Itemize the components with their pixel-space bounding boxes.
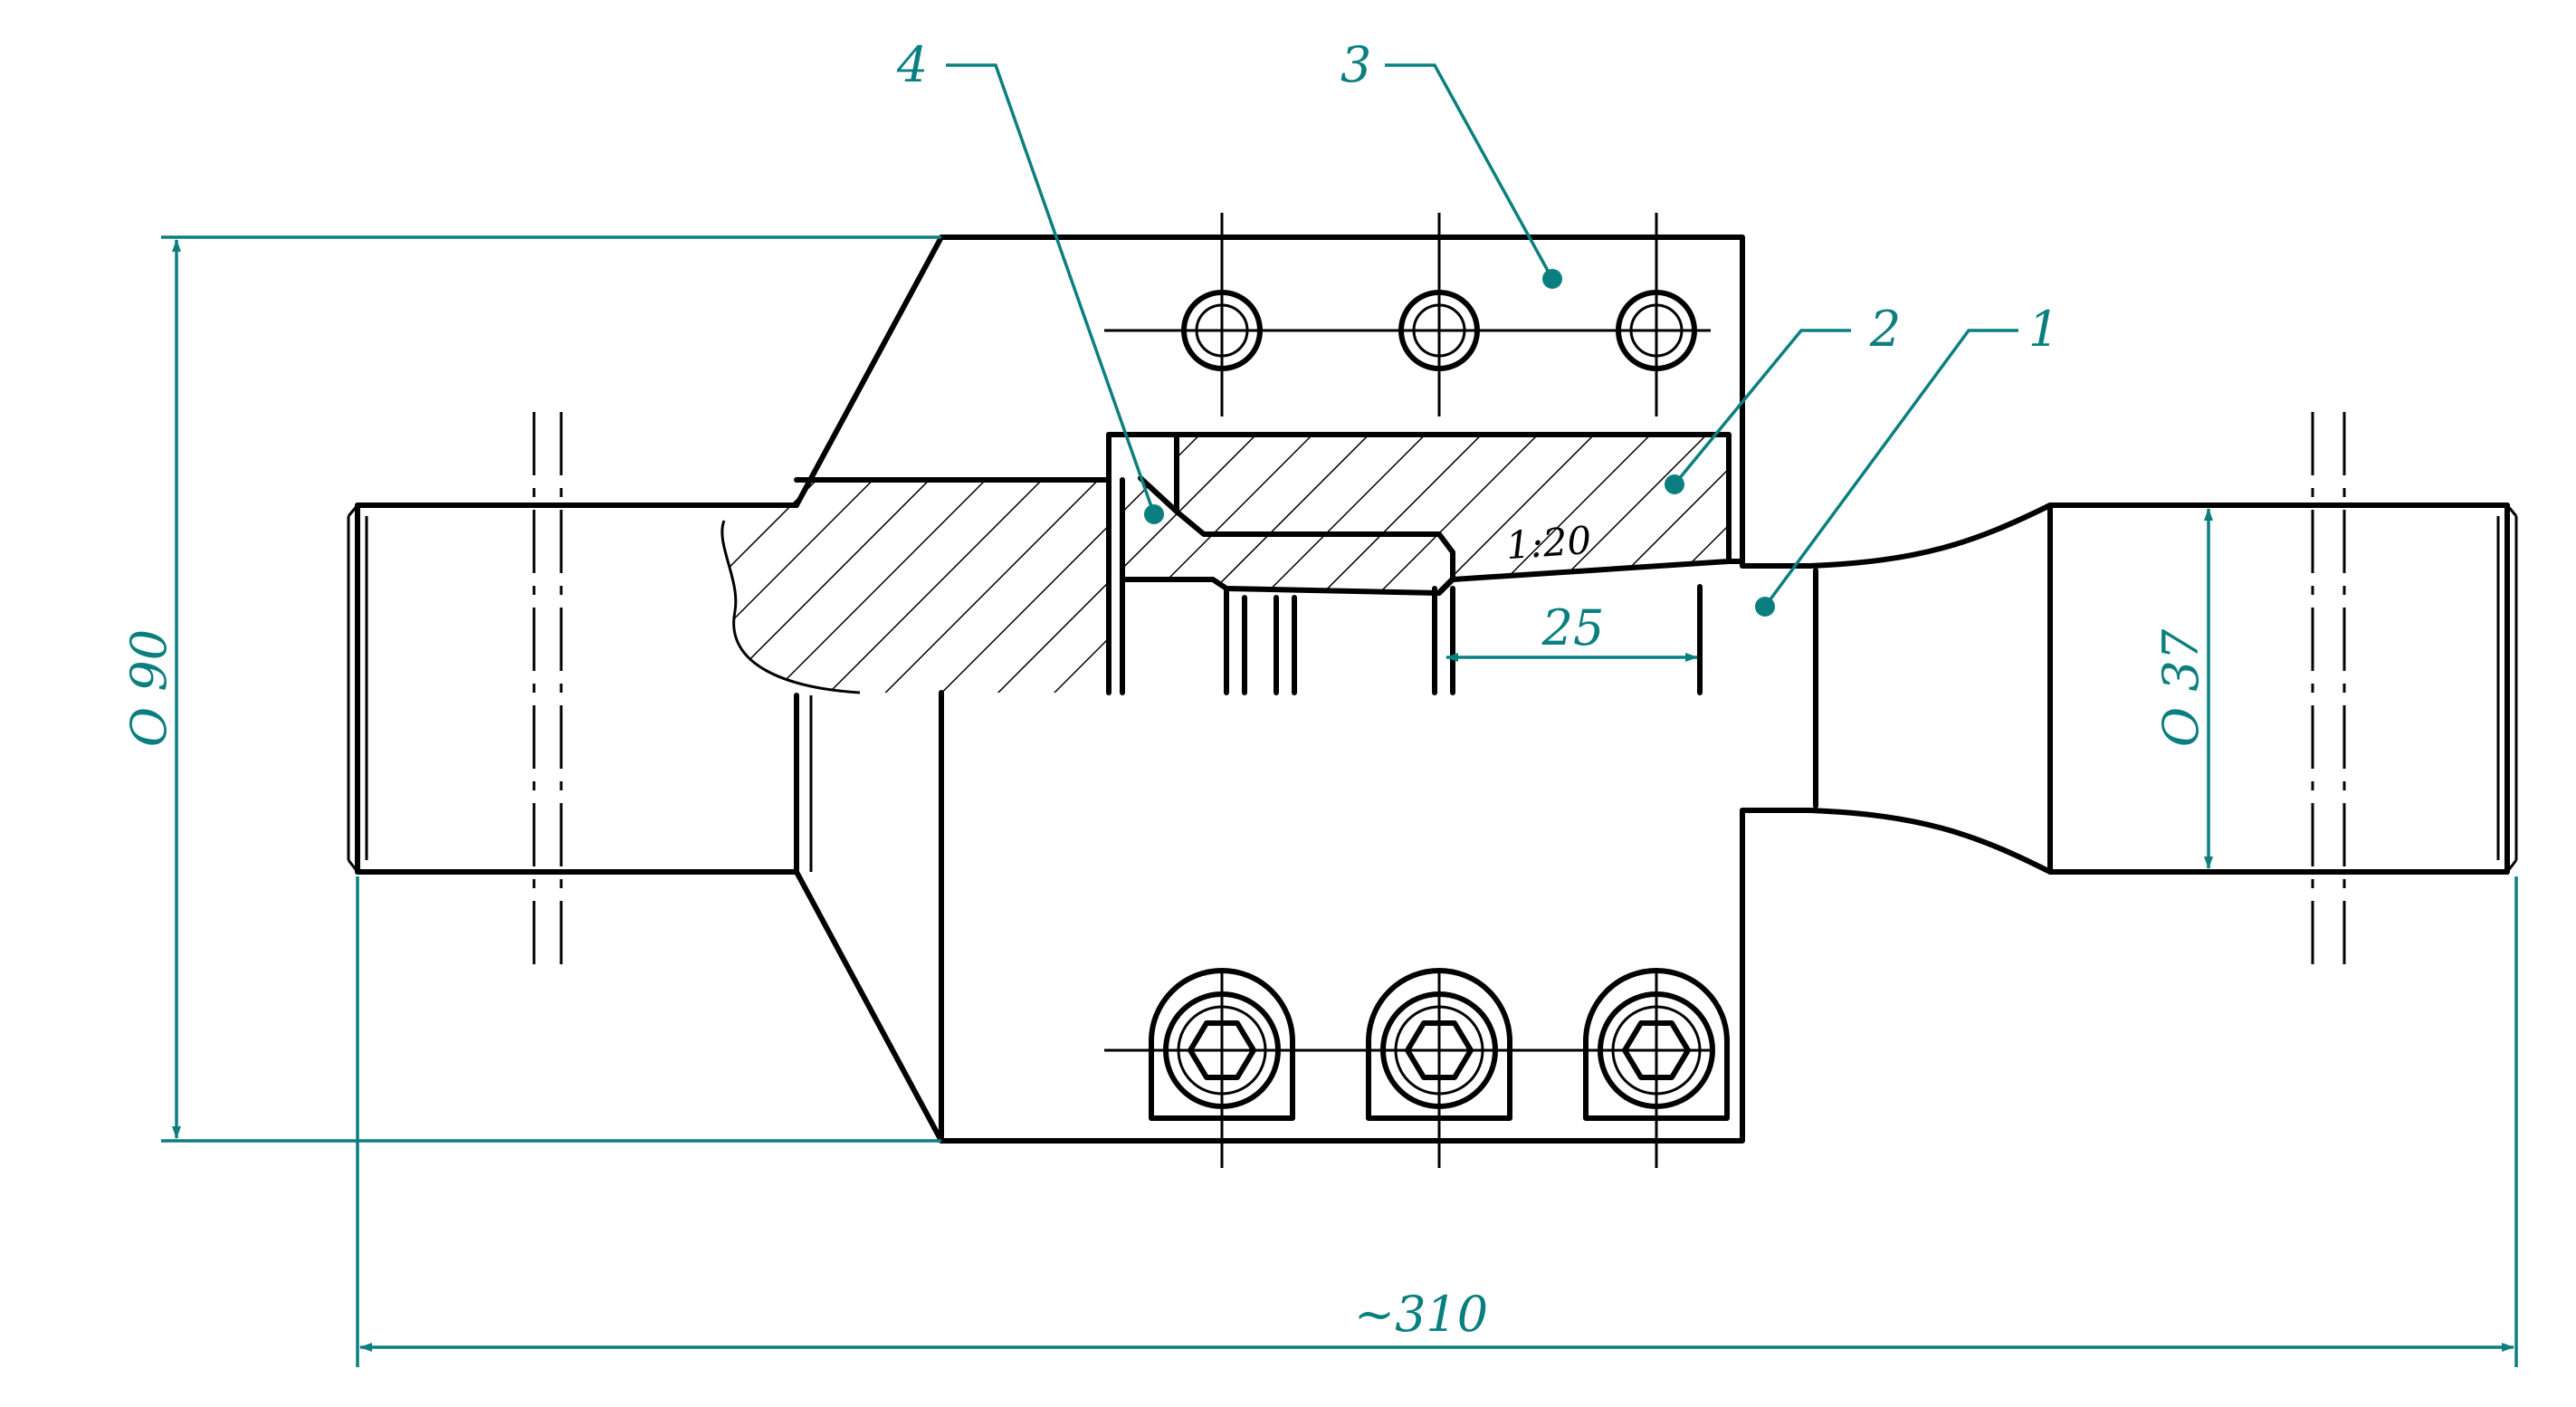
hatched-hub-section — [720, 477, 1111, 694]
left-shaft — [347, 502, 799, 875]
dimension-length-25: 25 — [1445, 599, 1698, 662]
callout-label-1: 1 — [2028, 301, 2059, 358]
callout-3: 3 — [1340, 36, 1562, 289]
callout-label-4: 4 — [896, 36, 928, 93]
callout-label-3: 3 — [1340, 36, 1371, 93]
top-screw-holes — [1181, 290, 1697, 371]
callout-2: 2 — [1665, 301, 1901, 494]
dimension-diameter-90: O 90 — [120, 235, 941, 1143]
housing-part-3 — [939, 234, 1745, 1144]
bottom-socket-screws — [1149, 968, 1730, 1121]
right-shaft-part-1 — [1740, 502, 2518, 875]
callout-1: 1 — [1755, 301, 2059, 617]
dimension-label-length-25: 25 — [1541, 599, 1605, 656]
left-cone — [794, 234, 944, 1144]
dimension-label-length-310: ~310 — [1354, 1286, 1488, 1343]
taper-ratio-label: 1:20 — [1504, 518, 1593, 568]
dimension-length-310: ~310 — [356, 876, 2518, 1367]
taper-ratio-text: 1:20 — [1504, 518, 1593, 568]
callout-label-2: 2 — [1869, 301, 1901, 358]
dimension-diameter-37: O 37 — [2152, 508, 2213, 869]
dimension-label-diameter-90: O 90 — [120, 629, 177, 747]
ring-part-4 — [1120, 475, 1455, 596]
callout-4: 4 — [896, 36, 1164, 524]
dimension-label-diameter-37: O 37 — [2152, 628, 2209, 747]
